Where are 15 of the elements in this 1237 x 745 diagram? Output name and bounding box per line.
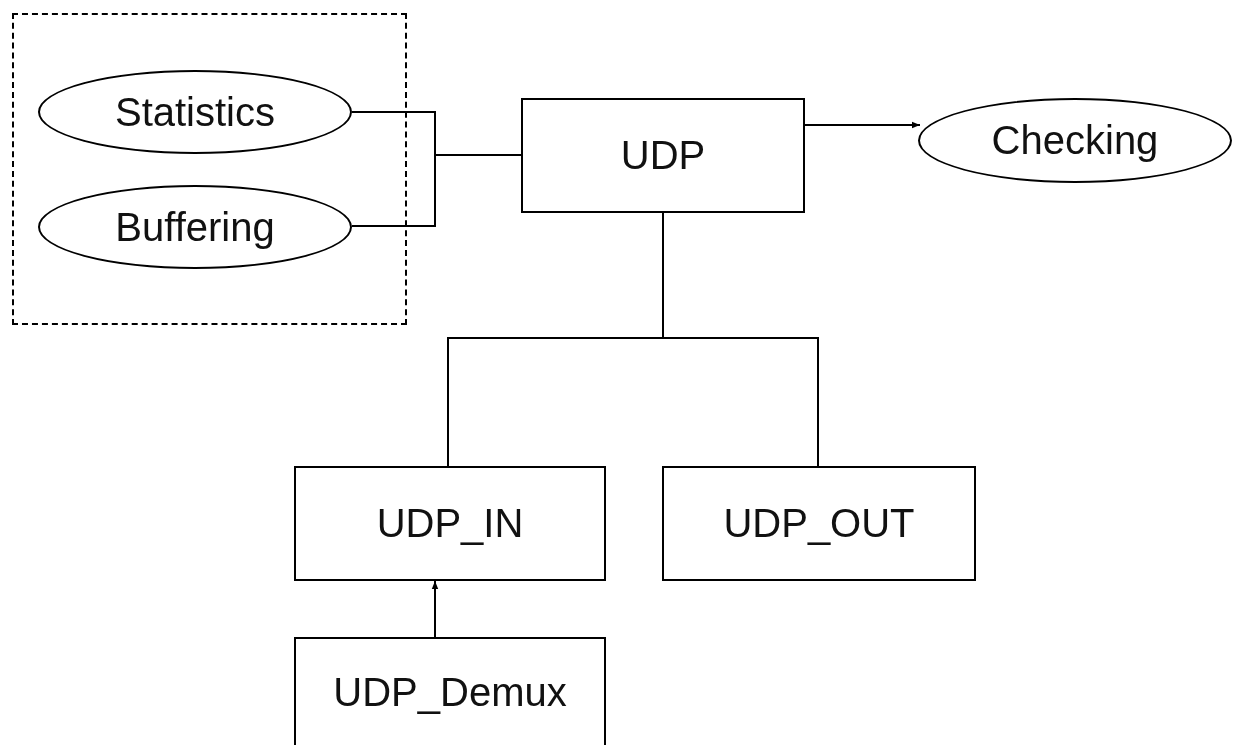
process-box — [294, 466, 606, 581]
node-label: Buffering — [115, 204, 275, 250]
arrow — [431, 580, 439, 638]
arrow — [804, 121, 921, 129]
node-label: UDP — [620, 133, 706, 178]
node-label: UDP_IN — [376, 501, 524, 546]
process-box — [521, 98, 805, 213]
dashed-group-box — [12, 13, 407, 325]
node-label: UDP_OUT — [723, 501, 915, 546]
process-box — [294, 637, 606, 745]
node-label: Statistics — [114, 89, 275, 135]
node-label: UDP_Demux — [333, 669, 567, 715]
connector-line — [351, 154, 522, 227]
node-label: Checking — [991, 118, 1159, 163]
process-box — [662, 466, 976, 581]
